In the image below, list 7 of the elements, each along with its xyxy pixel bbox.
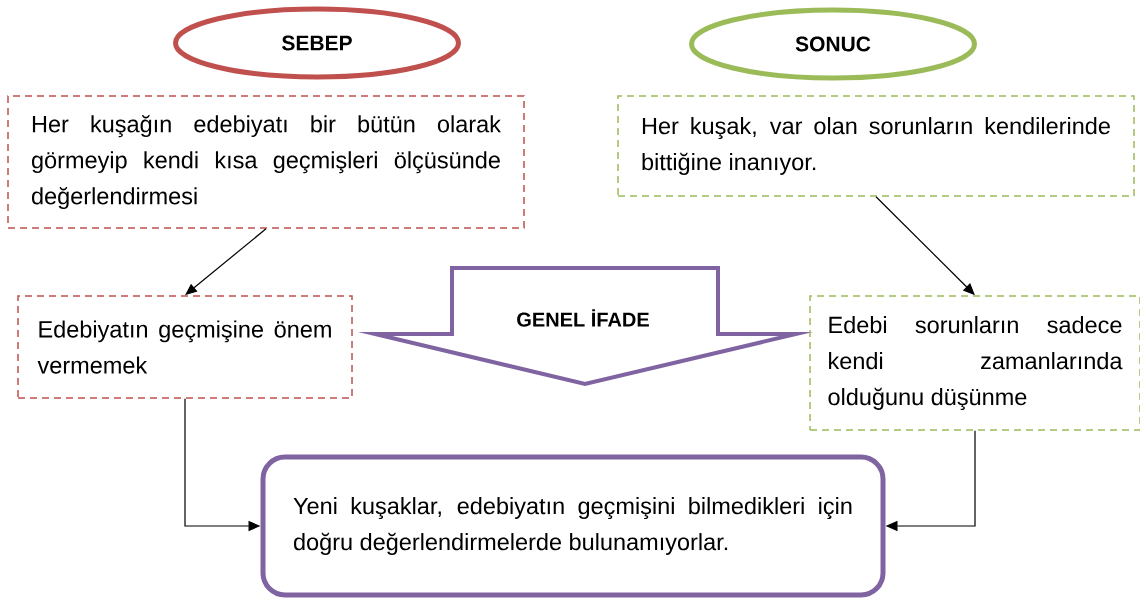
dashed-box: Edebi sorunların sadece kendi zamanlarında olduğunu düşünme	[809, 295, 1140, 431]
oval-heading: SONUC	[689, 7, 977, 81]
rounded-box: Yeni kuşaklar, edebiyatın geçmişini bilmedikleri için doğru değerlendirmelerde bulunamıyorlar.	[260, 454, 886, 598]
dashed-box: Her kuşağın edebiyatı bir bütün olarak görmeyip kendi kısa geçmişleri ölçüsünde değerlendirmesi	[7, 95, 525, 229]
dashed-box: Her kuşak, var olan sorunların kendilerinde bittiğine inanıyor.	[617, 95, 1135, 197]
dashed-box: Edebiyatın geçmişine önem vermemek	[17, 295, 353, 399]
oval-heading: SEBEP	[173, 6, 461, 80]
